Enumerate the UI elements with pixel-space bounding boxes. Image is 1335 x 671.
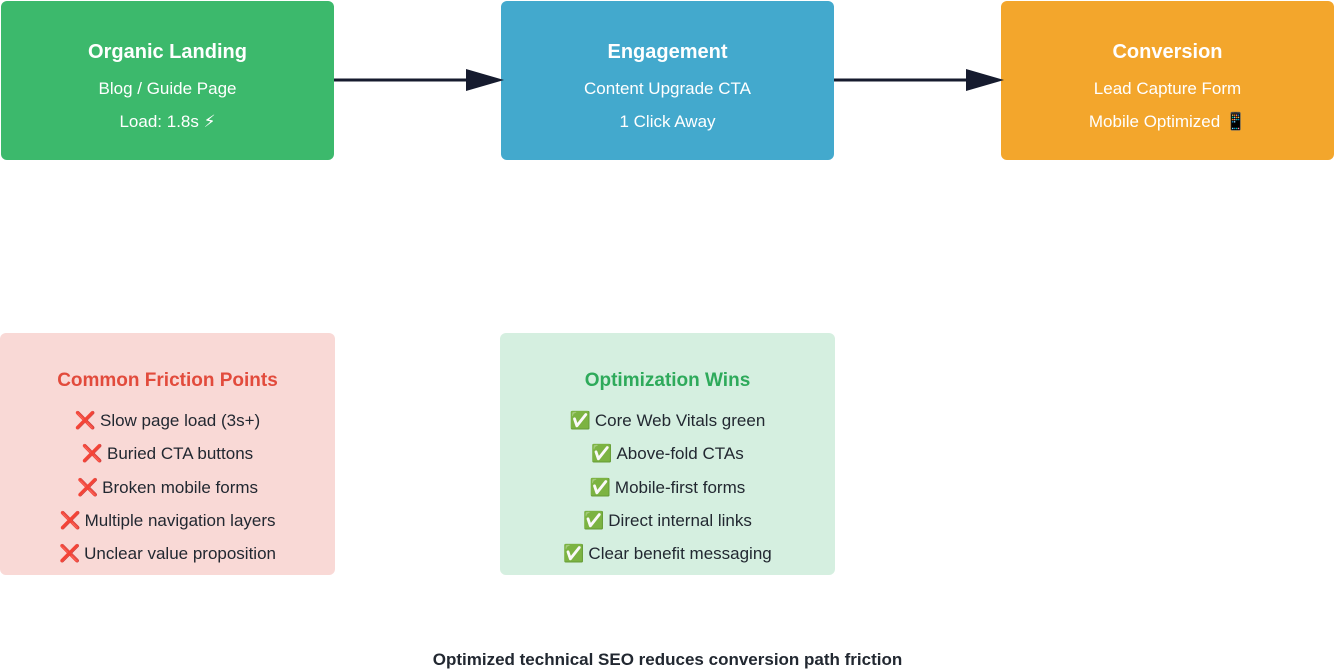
check-mark-icon: ✅ <box>589 477 611 497</box>
check-mark-icon: ✅ <box>563 544 585 564</box>
friction-list: ❌Slow page load (3s+) ❌Buried CTA button… <box>0 410 335 576</box>
list-item: ✅Direct internal links <box>500 510 835 543</box>
list-item: ❌Broken mobile forms <box>0 477 335 510</box>
list-item: ❌Buried CTA buttons <box>0 443 335 476</box>
cross-mark-icon: ❌ <box>76 477 99 497</box>
friction-points-panel: Common Friction Points ❌Slow page load (… <box>0 333 335 575</box>
list-item-text: Above-fold CTAs <box>616 444 744 464</box>
check-mark-icon: ✅ <box>569 411 591 430</box>
panel-title: Optimization Wins <box>584 370 751 391</box>
step-title: Organic Landing <box>88 41 247 63</box>
cross-mark-icon: ❌ <box>58 544 81 564</box>
panel-title: Common Friction Points <box>57 370 278 391</box>
diagram-caption: Optimized technical SEO reduces conversi… <box>432 650 903 669</box>
list-item-text: Broken mobile forms <box>102 477 259 497</box>
list-item-text: Mobile-first forms <box>614 477 746 497</box>
list-item: ❌Multiple navigation layers <box>0 510 335 543</box>
list-item-text: Core Web Vitals green <box>594 411 766 430</box>
step-detail: Blog / Guide Page <box>98 79 237 98</box>
step-detail: Lead Capture Form <box>1093 79 1242 98</box>
list-item: ❌Slow page load (3s+) <box>0 410 335 443</box>
list-item: ❌Unclear value proposition <box>0 543 335 576</box>
cross-mark-icon: ❌ <box>59 510 81 530</box>
step-detail: Content Upgrade CTA <box>584 79 751 98</box>
list-item-text: Buried CTA buttons <box>107 444 254 464</box>
list-item: ✅Core Web Vitals green <box>500 410 835 443</box>
list-item-text: Direct internal links <box>608 510 752 530</box>
step-metric: Load: 1.8s ⚡ <box>119 112 216 131</box>
step-metric: Mobile Optimized 📱 <box>1088 112 1247 131</box>
step-title: Engagement <box>607 41 728 63</box>
list-item: ✅Clear benefit messaging <box>500 543 835 576</box>
cross-mark-icon: ❌ <box>74 411 96 430</box>
step-conversion: Conversion Lead Capture Form Mobile Opti… <box>1001 1 1334 160</box>
list-item: ✅Above-fold CTAs <box>500 443 835 476</box>
step-metric: 1 Click Away <box>619 112 716 131</box>
step-engagement: Engagement Content Upgrade CTA 1 Click A… <box>501 1 834 160</box>
list-item: ✅Mobile-first forms <box>500 477 835 510</box>
list-item-text: Unclear value proposition <box>84 544 276 564</box>
list-item-text: Multiple navigation layers <box>84 510 276 530</box>
arrowhead-icon <box>466 69 504 91</box>
optimization-wins-panel: Optimization Wins ✅Core Web Vitals green… <box>500 333 835 575</box>
arrowhead-icon <box>966 69 1004 91</box>
step-title: Conversion <box>1112 41 1223 63</box>
list-item-text: Slow page load (3s+) <box>99 411 261 430</box>
check-mark-icon: ✅ <box>591 444 613 464</box>
wins-list: ✅Core Web Vitals green ✅Above-fold CTAs … <box>500 410 835 576</box>
step-organic-landing: Organic Landing Blog / Guide Page Load: … <box>1 1 334 160</box>
cross-mark-icon: ❌ <box>81 444 103 464</box>
check-mark-icon: ✅ <box>583 510 605 530</box>
list-item-text: Clear benefit messaging <box>588 544 772 564</box>
